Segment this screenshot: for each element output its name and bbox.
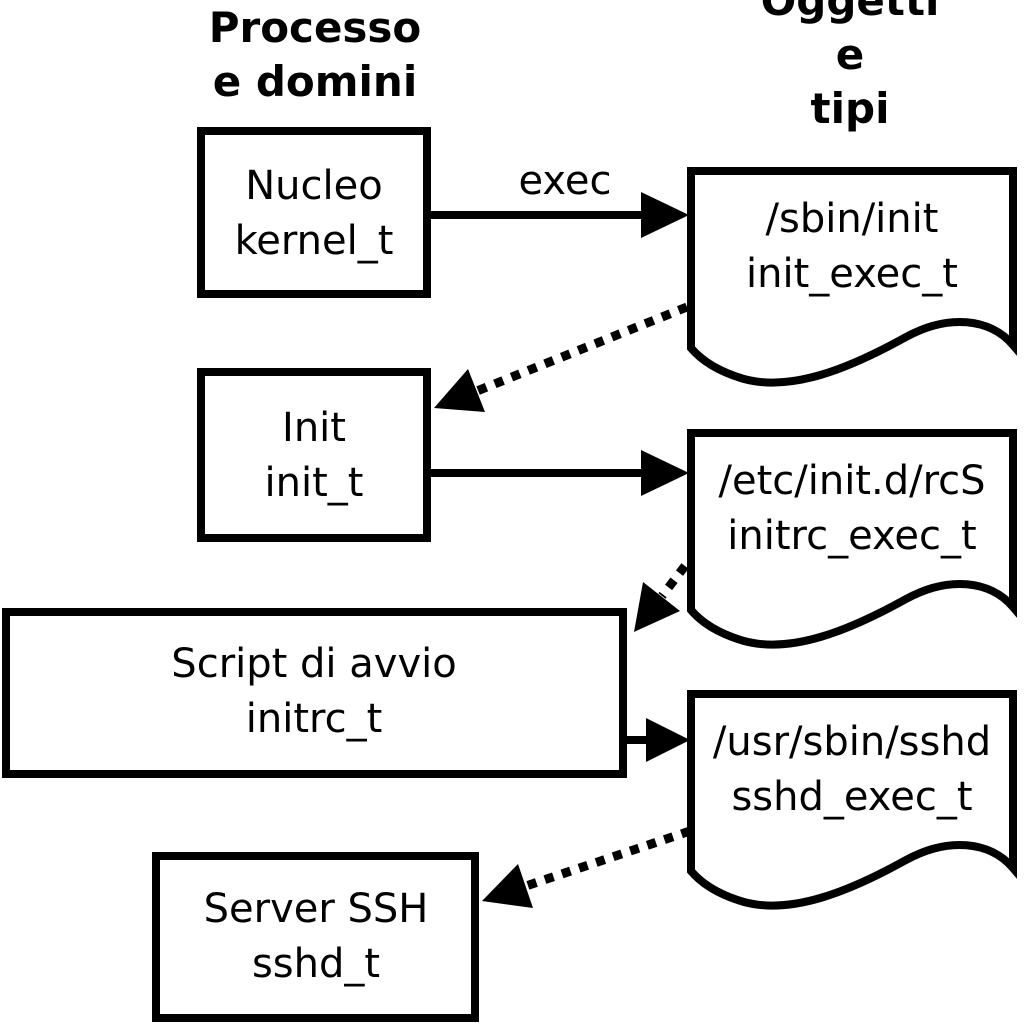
transition-arrow-sbininit-to-init [434,302,689,412]
process-name: Script di avvio [171,641,457,687]
object-type: sshd_exec_t [731,774,973,820]
process-box-kernel [197,127,431,298]
object-label-init-exec: /sbin/init init_exec_t [746,192,958,302]
object-label-initrc-exec: /etc/init.d/rcS initrc_exec_t [718,454,985,564]
process-label-initrc: Script di avvio initrc_t [171,637,456,747]
process-type: kernel_t [234,218,394,264]
process-box-initrc [2,608,627,778]
process-type: sshd_t [251,941,381,987]
object-type: initrc_exec_t [727,513,977,559]
process-label-kernel: Nucleo kernel_t [235,159,394,269]
transition-arrow-line [658,563,689,599]
arrowhead-icon [641,450,689,496]
exec-arrow-kernel-to-sbininit [431,192,689,238]
process-box-init [197,368,431,542]
transition-arrow-line [524,826,692,891]
exec-arrow-init-to-rcs [431,450,689,496]
exec-arrow-initrc-to-sshd [627,718,690,762]
transition-arrow-sshdexec-to-sshd [482,826,692,908]
object-path: /sbin/init [765,196,939,242]
process-type: init_t [264,460,364,506]
object-path: /usr/sbin/sshd [712,719,992,765]
arrowhead-icon [646,718,690,762]
arrowhead-icon [641,192,689,238]
column-header-objects: Oggetti e tipi [760,0,940,133]
object-type: init_exec_t [746,251,958,297]
process-name: Server SSH [203,886,429,932]
object-path: /etc/init.d/rcS [718,458,986,504]
object-label-sshd-exec: /usr/sbin/sshd sshd_exec_t [713,715,991,825]
column-header-processes: Processo e domini [208,3,422,106]
arrowhead-icon [482,864,533,908]
process-type: initrc_t [245,696,383,742]
process-name: Init [282,405,346,451]
exec-edge-label: exec [518,158,612,204]
transition-arrow-rcs-to-initrc [634,563,689,632]
arrowhead-icon [634,582,680,632]
process-box-sshd [152,852,479,1022]
process-label-init: Init init_t [265,401,364,511]
process-name: Nucleo [245,163,383,209]
process-label-sshd: Server SSH sshd_t [204,882,429,992]
arrowhead-icon [434,369,485,412]
transition-arrow-line [475,302,689,396]
